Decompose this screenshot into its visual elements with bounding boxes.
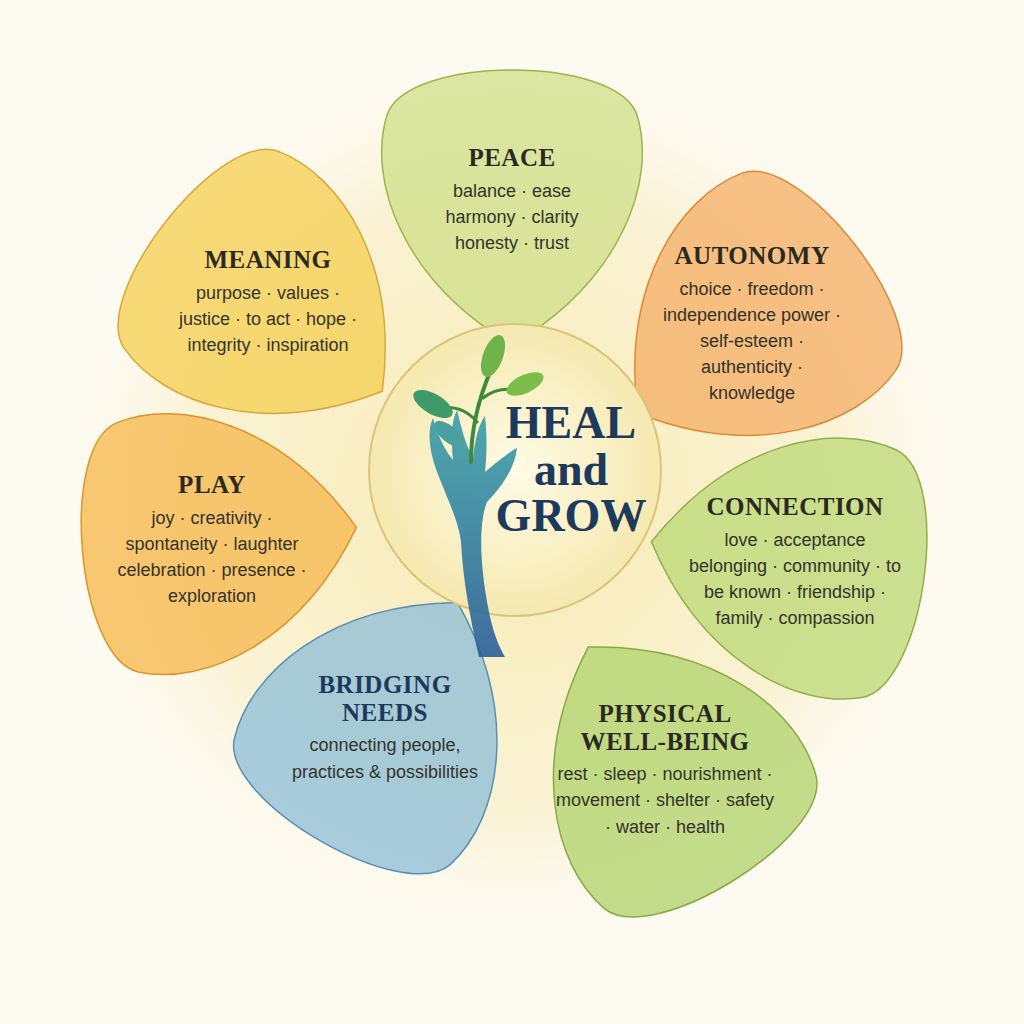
- petal-text: CONNECTION love · acceptance belonging · …: [685, 493, 905, 631]
- petal-text: MEANING purpose · values · justice · to a…: [178, 246, 358, 358]
- petal-heading: PHYSICAL WELL-BEING: [555, 700, 775, 755]
- center-title: HEAL and GROW: [491, 400, 651, 541]
- petal-heading: PEACE: [425, 144, 600, 172]
- petal-heading: AUTONOMY: [657, 242, 847, 270]
- petal-text: PHYSICAL WELL-BEING rest · sleep · nouris…: [555, 700, 775, 839]
- petal-text: PEACE balance · ease harmony · clarity ho…: [425, 144, 600, 256]
- petal-heading: PLAY: [110, 471, 315, 499]
- petal-node: PEACE balance · ease harmony · clarity ho…: [352, 40, 672, 360]
- petal-text: PLAY joy · creativity · spontaneity · lau…: [110, 471, 315, 609]
- center-circle: [367, 322, 663, 618]
- petal-body: balance · ease harmony · clarity honesty…: [425, 178, 600, 256]
- petal-body: connecting people, practices & possibili…: [280, 732, 490, 784]
- petal-body: joy · creativity · spontaneity · laughte…: [110, 505, 315, 609]
- petal-node: PHYSICAL WELL-BEING rest · sleep · nouris…: [505, 610, 825, 930]
- petal-body: rest · sleep · nourishment · movement · …: [555, 761, 775, 839]
- petal-node: BRIDGING NEEDS connecting people, practic…: [225, 568, 545, 888]
- petal-text: AUTONOMY choice · freedom · independence …: [657, 242, 847, 406]
- petal-body: choice · freedom · independence power · …: [657, 276, 847, 406]
- center-node: HEAL and GROW: [367, 322, 663, 618]
- petal-heading: MEANING: [178, 246, 358, 274]
- petal-heading: CONNECTION: [685, 493, 905, 521]
- petal-body: purpose · values · justice · to act · ho…: [178, 280, 358, 358]
- petal-heading: BRIDGING NEEDS: [280, 671, 490, 726]
- petal-shape: [225, 568, 545, 888]
- petal-body: love · acceptance belonging · community …: [685, 527, 905, 631]
